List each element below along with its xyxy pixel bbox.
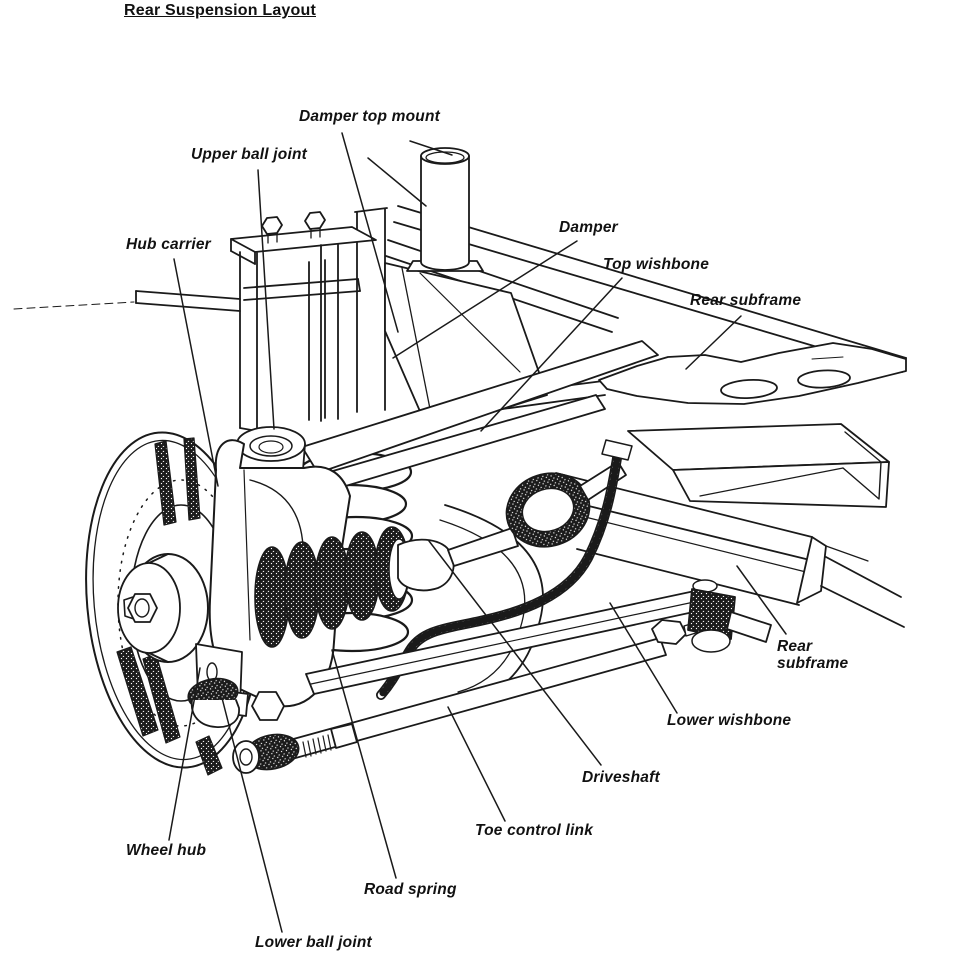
damper-cylinder	[420, 155, 470, 271]
label-hub-carrier: Hub carrier	[126, 236, 211, 253]
label-upper-ball-joint: Upper ball joint	[191, 146, 308, 163]
label-road-spring: Road spring	[364, 881, 457, 898]
driveshaft	[254, 461, 627, 648]
label-damper-top-mount: Damper top mount	[299, 108, 440, 125]
cv-boot	[254, 546, 290, 648]
label-rear-subframe-upper: Rear subframe	[690, 292, 802, 309]
label-toe-control-link: Toe control link	[475, 822, 594, 839]
label-driveshaft: Driveshaft	[582, 769, 660, 786]
label-damper: Damper	[559, 219, 618, 236]
threaded-adjuster	[302, 734, 332, 758]
label-lower-wishbone: Lower wishbone	[667, 712, 792, 729]
top-wishbone	[236, 340, 659, 494]
lower-arms	[187, 579, 772, 774]
label-wheel-hub: Wheel hub	[126, 842, 207, 859]
bracket-bolt	[261, 216, 283, 235]
pivot-bolt	[251, 691, 285, 721]
rear-subframe	[555, 342, 907, 628]
leader-lines	[168, 132, 787, 933]
label-rear-subframe-right: Rear subframe	[777, 638, 849, 673]
driveshaft-yoke	[397, 538, 455, 592]
label-top-wishbone: Top wishbone	[603, 256, 710, 273]
knurled-bush	[687, 588, 736, 640]
page-title: Rear Suspension Layout	[124, 2, 316, 19]
wheel-hub-cap	[117, 553, 209, 663]
bracket-bolt	[304, 211, 326, 230]
locknut	[330, 723, 358, 749]
label-lower-ball-joint: Lower ball joint	[255, 934, 372, 951]
